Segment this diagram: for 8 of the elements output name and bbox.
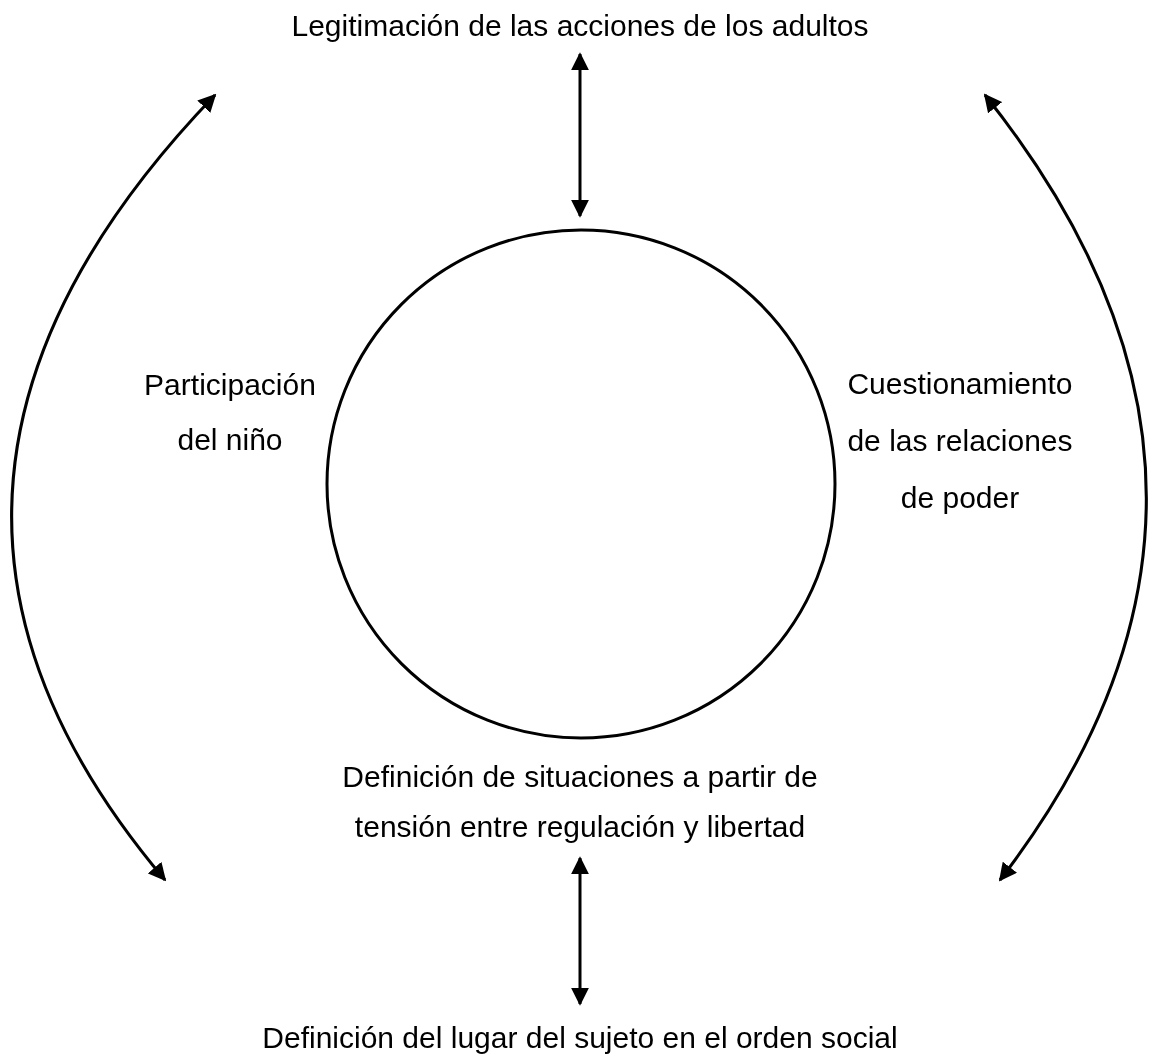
side-label: Participación del niño xyxy=(143,367,317,458)
double-arrow xyxy=(571,856,589,1006)
double-arrow xyxy=(571,52,589,218)
concept-text: Legitimación de las acciones de los adultos xyxy=(190,4,970,48)
side-label: Cuestionamiento de las relaciones de poder xyxy=(846,366,1074,516)
concept-text: Definición de situaciones a partir de tensión entre regulación y libertad xyxy=(330,752,830,852)
circle-shape xyxy=(325,228,837,740)
concept-text: Definición del lugar del sujeto en el orden social xyxy=(140,1016,1020,1060)
